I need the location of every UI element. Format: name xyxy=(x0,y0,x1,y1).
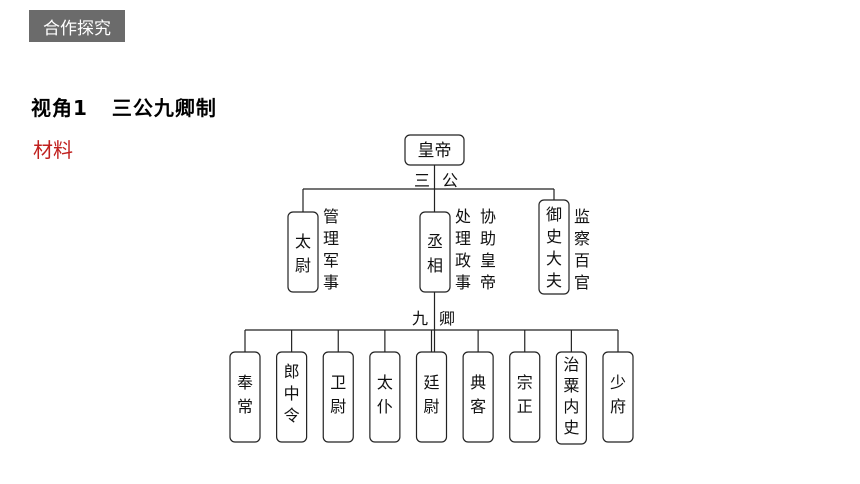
jiuqing-name-6: 宗正 xyxy=(517,373,533,416)
sangong-label-1: 三 xyxy=(414,171,430,190)
section-tag: 合作探究 xyxy=(29,10,125,42)
jiuqing-box-5 xyxy=(462,351,494,443)
section-heading: 视角1 三公九卿制 xyxy=(31,92,217,121)
jiuqing-box-0 xyxy=(229,351,261,443)
jiuqing-name-7: 治粟内史 xyxy=(563,355,579,437)
emperor-text: 皇帝 xyxy=(418,141,452,161)
jiuqing-name-1: 郎中令 xyxy=(284,362,300,425)
heading-topic: 三公九卿制 xyxy=(111,96,217,120)
heading-perspective: 视角1 xyxy=(31,96,88,120)
material-label: 材料 xyxy=(33,138,73,162)
sangong-title-0: 太尉 xyxy=(295,232,311,275)
jiuqing-name-0: 奉常 xyxy=(237,373,253,416)
jiuqing-name-5: 典客 xyxy=(470,373,486,416)
sangong-duty-2: 监察百官 xyxy=(574,207,590,292)
jiuqing-name-4: 廷尉 xyxy=(423,373,439,416)
jiuqing-box-2 xyxy=(322,351,354,443)
jiuqing-name-8: 少府 xyxy=(610,373,626,416)
sangong-duty-1-a: 协助皇帝 xyxy=(480,207,496,292)
jiuqing-box-3 xyxy=(369,351,401,443)
sangong-duty-0: 管理军事 xyxy=(323,207,339,292)
jiuqing-box-4 xyxy=(415,351,448,443)
sangong-title-1: 丞相 xyxy=(427,232,443,275)
jiuqing-label-2: 卿 xyxy=(439,309,455,328)
sangong-duty-1-b: 处理政事 xyxy=(455,207,471,292)
jiuqing-name-3: 太仆 xyxy=(377,373,393,416)
jiuqing-box-8 xyxy=(602,351,634,443)
sangong-title-2: 御史大夫 xyxy=(546,205,562,290)
chengxiang-box xyxy=(419,211,451,293)
jiuqing-box-6 xyxy=(509,351,541,443)
taiwei-box xyxy=(287,211,319,293)
yushi-dafu-box xyxy=(538,199,570,295)
jiuqing-name-2: 卫尉 xyxy=(330,373,346,416)
jiuqing-box-1 xyxy=(276,351,308,443)
jiuqing-label-1: 九 xyxy=(412,309,428,328)
jiuqing-box-7 xyxy=(555,351,587,445)
sangong-label-2: 公 xyxy=(442,171,458,190)
